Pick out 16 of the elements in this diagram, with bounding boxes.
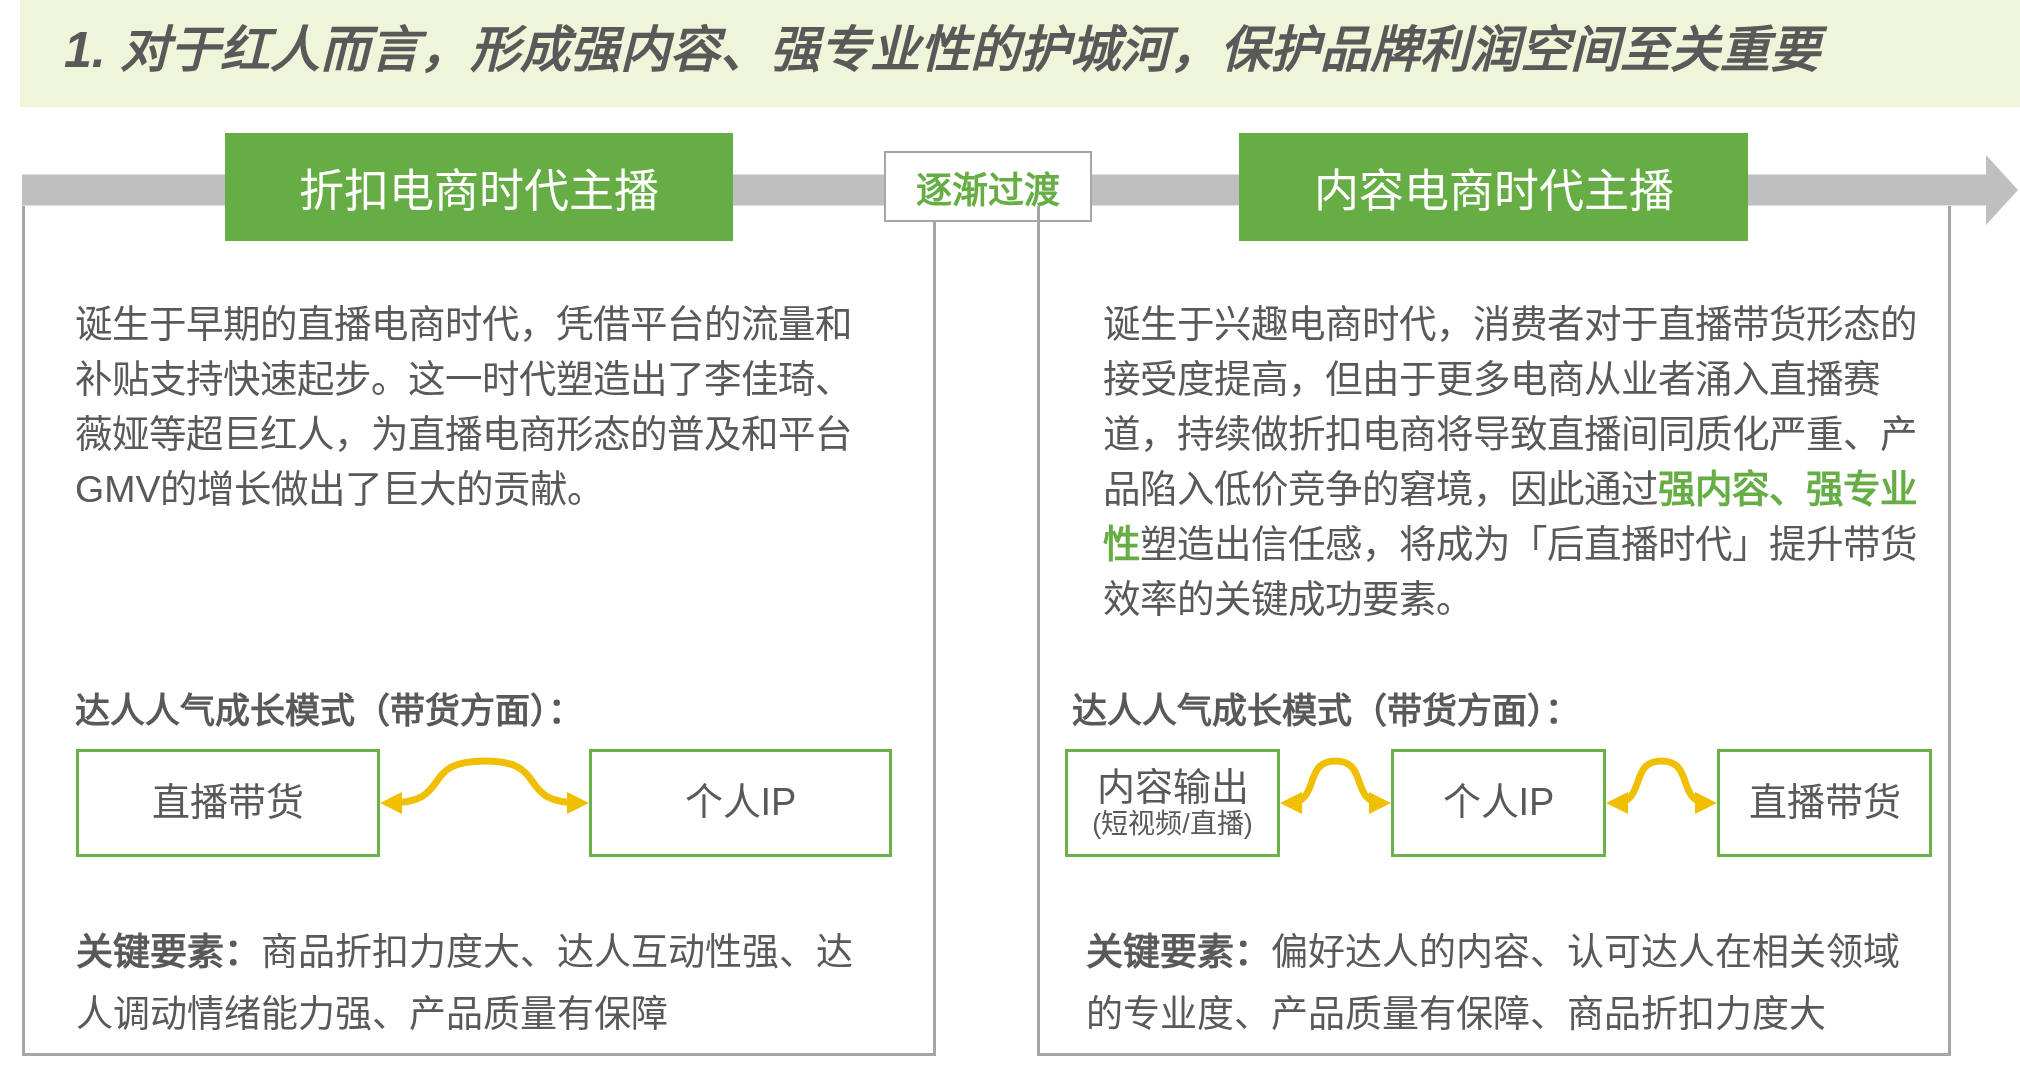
mode-box: 直播带货 — [1717, 749, 1932, 857]
era-header: 折扣电商时代主播 — [225, 133, 733, 241]
box-sublabel: (短视频/直播) — [1092, 809, 1253, 841]
section-heading: 达人人气成长模式（带货方面）： — [1072, 690, 1580, 732]
box-label: 内容输出 — [1096, 765, 1249, 809]
key-factors-text: 关键要素：偏好达人的内容、认可达人在相关领域的专业度、产品质量有保障、商品折扣力度大 — [1086, 931, 1901, 1037]
mode-box: 个人IP — [589, 749, 892, 857]
slide-title: 1. 对于红人而言，形成强内容、强专业性的护城河，保护品牌利润空间至关重要 — [60, 10, 1844, 90]
description-text: 诞生于早期的直播电商时代，凭借平台的流量和补贴支持快速起步。这一时代塑造出了李佳琦、薇娅等超巨红人，为直播电商形态的普及和平台GMV的增长做出了巨大的贡献。 — [75, 302, 853, 512]
mode-box: 个人IP — [1391, 749, 1606, 857]
key-factors-text: 关键要素：商品折扣力度大、达人互动性强、达人调动情绪能力强、产品质量有保障 — [76, 931, 854, 1037]
description-text: 诞生于兴趣电商时代，消费者对于直播带货形态的接受度提高，但由于更多电商从业者涌入直播赛道，持续做折扣电商将导致直播间同质化严重、产品陷入低价竞争的窘境，因此通过强内容、强专业性塑造出信任感，将成为「后直播时代」提升带货效率的关键成功要素。 — [1103, 302, 1918, 622]
mode-box: 直播带货 — [76, 749, 380, 857]
section-heading: 达人人气成长模式（带货方面）： — [75, 690, 583, 732]
era-header: 内容电商时代主播 — [1239, 133, 1748, 241]
mode-box — [1065, 749, 1280, 857]
